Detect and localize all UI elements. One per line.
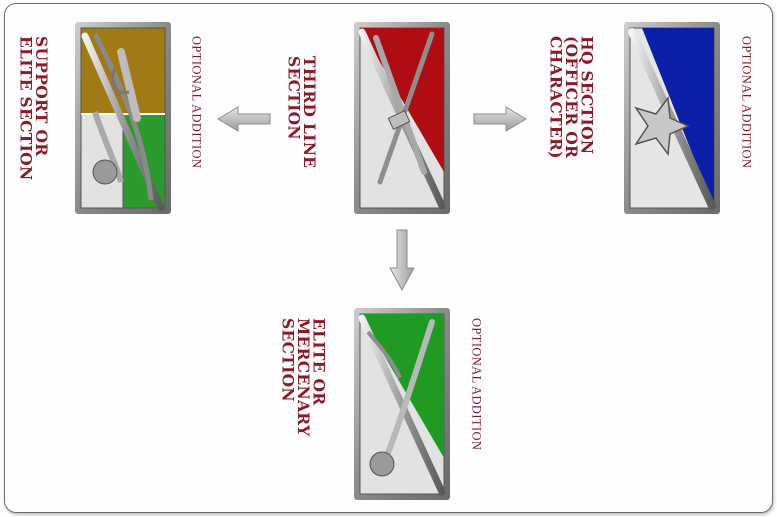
third-line-section-badge bbox=[354, 22, 450, 214]
support-optional-label: OPTIONAL ADDITION bbox=[189, 36, 204, 169]
arrow-down-icon bbox=[387, 228, 417, 296]
hq-optional-label: OPTIONAL ADDITION bbox=[739, 36, 754, 169]
star-icon bbox=[634, 96, 690, 156]
support-section-badge bbox=[75, 22, 171, 214]
arrow-left-icon bbox=[216, 104, 272, 138]
arrow-right-icon bbox=[472, 104, 528, 138]
elite-optional-label: OPTIONAL ADDITION bbox=[469, 318, 484, 451]
third-line-section-label: THIRD LINE SECTION bbox=[284, 56, 320, 169]
support-section-label: SUPPORT OR ELITE SECTION bbox=[16, 36, 52, 181]
sword-icon bbox=[358, 314, 446, 496]
hq-section-label: HQ SECTION (OFFICER OR CHARACTER) bbox=[546, 36, 597, 159]
elite-section-badge bbox=[354, 308, 450, 500]
elite-section-label: ELITE OR MERCENARY SECTION bbox=[278, 318, 329, 437]
crossed-swords-icon bbox=[81, 32, 165, 212]
hq-section-badge bbox=[624, 22, 720, 214]
rifle-icon bbox=[358, 28, 446, 210]
